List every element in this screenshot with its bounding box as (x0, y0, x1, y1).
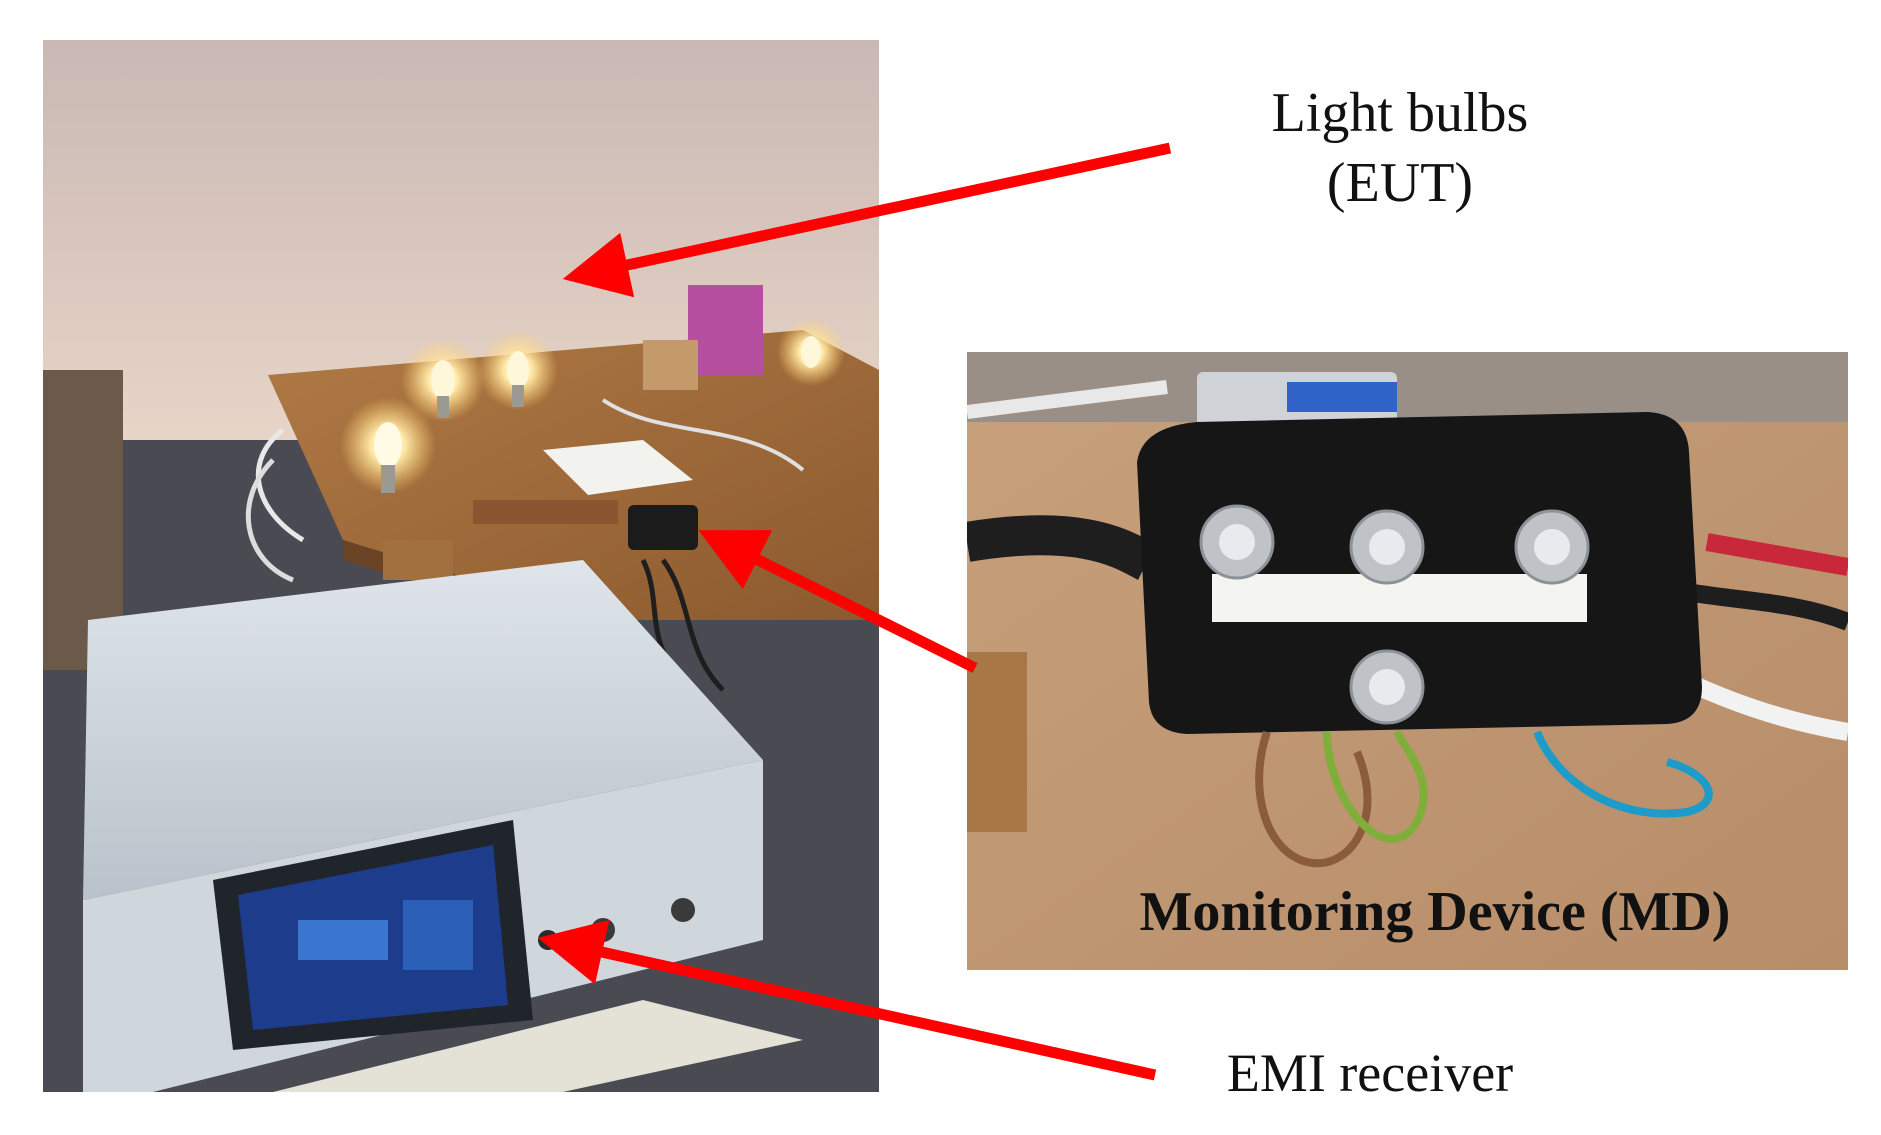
emi-receiver-label: EMI receiver (1226, 1043, 1514, 1103)
lab-setup-illustration (43, 40, 879, 1092)
monitoring-device-illustration (967, 352, 1848, 970)
light-bulbs-label-line2: (EUT) (1326, 152, 1474, 214)
light-bulbs-label: Light bulbs (EUT) (1210, 78, 1590, 218)
lab-setup-photo (43, 40, 879, 1092)
light-bulbs-label-line1: Light bulbs (1271, 82, 1529, 144)
monitoring-device-photo (967, 352, 1848, 970)
monitoring-device-label: Monitoring Device (MD) (1139, 881, 1731, 943)
